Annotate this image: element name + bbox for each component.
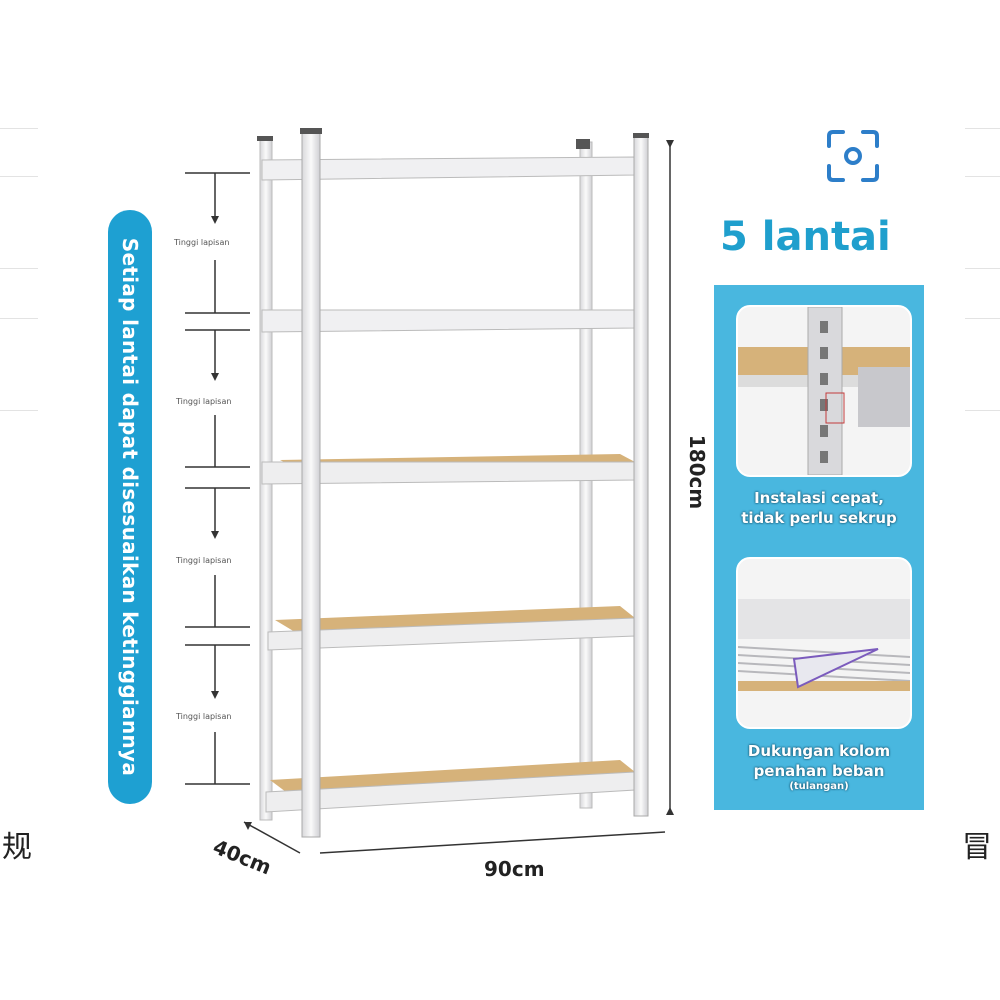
quick-install-caption: Instalasi cepat, tidak perlu sekrup (741, 489, 897, 527)
tier-label-3: Tinggi lapisan (176, 556, 232, 565)
edge-text-right: 冒 (962, 830, 992, 865)
tier-label-2: Tinggi lapisan (176, 397, 232, 406)
slotted-post-illustration (738, 307, 910, 475)
edge-text-left: 规 (2, 830, 32, 865)
quick-install-image (736, 305, 912, 477)
adjustable-height-caption: Setiap lantai dapat disesuaikan ketinggi… (118, 237, 142, 777)
tier-label-4: Tinggi lapisan (176, 712, 232, 721)
load-bearing-caption: Dukungan kolom penahan beban (tulangan) (747, 742, 891, 792)
adjustable-height-pill: Setiap lantai dapat disesuaikan ketinggi… (108, 210, 152, 804)
support-bracket-illustration (738, 599, 910, 691)
width-dimension-label: 90cm (484, 857, 545, 881)
feature-panel: Instalasi cepat, tidak perlu sekrup Duku… (714, 285, 924, 810)
scan-icon[interactable] (825, 128, 881, 184)
shelf-unit-illustration (243, 128, 674, 854)
five-tier-title: 5 lantai (720, 214, 891, 260)
load-bearing-support-image (736, 557, 912, 729)
tier-height-brackets (185, 172, 250, 785)
height-dimension-label: 180cm (685, 434, 710, 510)
tier-label-1: Tinggi lapisan (174, 238, 230, 247)
